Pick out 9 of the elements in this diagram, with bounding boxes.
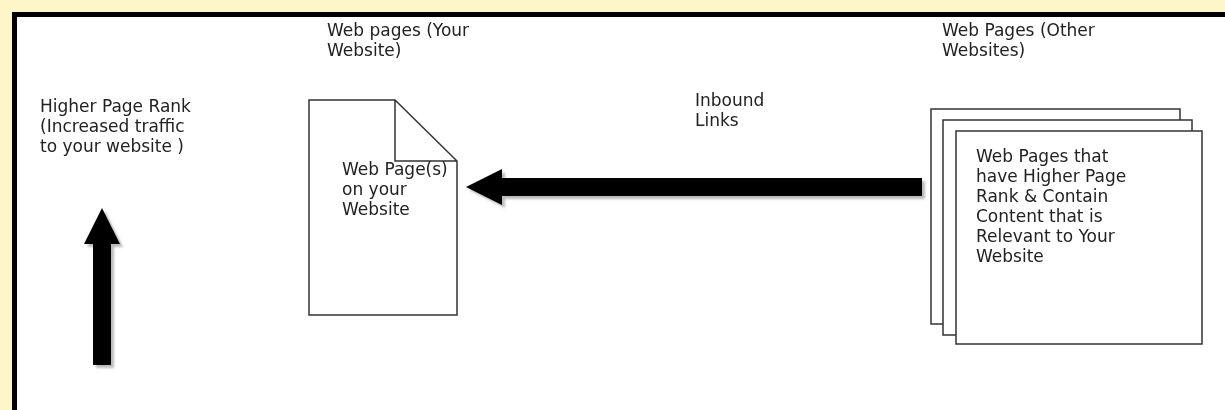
node-text: Web Pages that have Higher Page Rank & Contain Content that is Relevant to Your Website bbox=[976, 146, 1128, 266]
block-arrow bbox=[84, 208, 120, 365]
node-text: Web Page(s) on your Website bbox=[342, 159, 449, 219]
node-text: Higher Page Rank (Increased traffic to your website ) bbox=[40, 96, 192, 156]
stacked-documents bbox=[930, 108, 1203, 345]
edge-label: Inbound Links bbox=[695, 90, 766, 130]
block-arrow bbox=[466, 169, 922, 205]
node-heading: Web pages (Your Website) bbox=[327, 20, 471, 60]
node-heading: Web Pages (Other Websites) bbox=[942, 20, 1096, 60]
